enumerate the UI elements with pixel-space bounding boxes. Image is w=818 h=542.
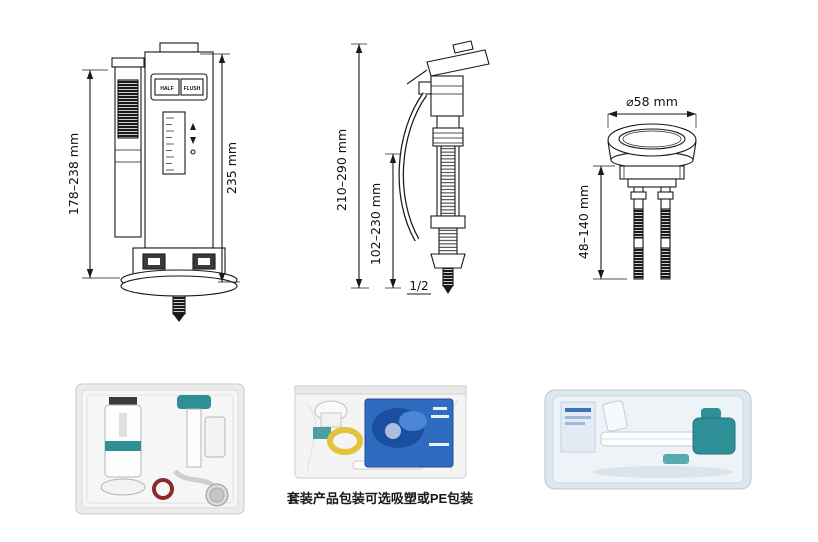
threaded-rods xyxy=(630,186,674,280)
photo-pe-bag-set xyxy=(293,383,468,480)
arrow-up-icon xyxy=(190,123,196,130)
base-assembly xyxy=(120,247,238,322)
push-button-line-drawing: ⌀58 mm xyxy=(576,94,697,280)
packed-push-button xyxy=(205,483,229,507)
packed-horizontal-fill-valve xyxy=(600,400,736,464)
dimension-body-height: 235 mm xyxy=(200,53,240,283)
dim-label-adjust-height: 102–230 mm xyxy=(368,183,383,265)
thread-size-label: 1/2 xyxy=(407,279,431,295)
red-seal-ring xyxy=(152,478,174,500)
dim-label-height-range: 178–238 mm xyxy=(66,133,81,215)
pe-bag-image xyxy=(294,385,467,479)
yellow-gasket-ring xyxy=(327,427,363,455)
flush-valve-line-drawing: 178–238 mm HALF FLUSH xyxy=(66,42,240,322)
dimension-total-height: 210–290 mm xyxy=(334,43,369,289)
dimension-rod-height: 48–140 mm xyxy=(576,165,627,280)
photo-blister-fill-valve xyxy=(543,388,753,491)
button-dome xyxy=(607,123,697,169)
bag-printed-artwork xyxy=(364,398,454,468)
shank-assembly xyxy=(430,215,466,294)
dim-label-rod-height: 48–140 mm xyxy=(576,185,591,259)
insert-card xyxy=(560,401,596,453)
flush-button-label: FLUSH xyxy=(184,86,201,92)
blister-set-image xyxy=(75,383,245,515)
overflow-tube xyxy=(111,57,145,238)
telescopic-shaft xyxy=(432,115,464,217)
button-collar xyxy=(619,165,685,188)
fill-valve-line-drawing: 210–290 mm 102–230 mm xyxy=(334,40,490,295)
refill-tube xyxy=(398,92,428,242)
packed-hose xyxy=(173,469,215,488)
dimension-diameter: ⌀58 mm xyxy=(607,94,697,128)
drawing-fill-valve: 210–290 mm 102–230 mm xyxy=(334,28,510,318)
drawing-push-button: ⌀58 mm xyxy=(565,88,765,303)
adjustment-gauge xyxy=(162,111,196,175)
dim-label-body-height: 235 mm xyxy=(224,142,239,194)
packed-fill-valve xyxy=(177,395,226,468)
photo-blister-set xyxy=(75,383,245,515)
blister-fill-valve-image xyxy=(544,389,752,490)
bag-contents xyxy=(313,400,424,470)
dim-label-diameter: ⌀58 mm xyxy=(626,94,678,109)
thread-size-text: 1/2 xyxy=(409,279,428,293)
dim-label-total-height: 210–290 mm xyxy=(335,129,349,211)
packaging-caption: 套装产品包装可选吸塑或PE包装 xyxy=(286,491,474,506)
arrow-down-icon xyxy=(190,137,196,144)
packed-flush-valve xyxy=(100,397,146,496)
half-button-label: HALF xyxy=(160,86,173,92)
dimension-height-range: 178–238 mm xyxy=(66,69,120,279)
drawing-flush-valve: 178–238 mm HALF FLUSH xyxy=(60,40,275,325)
fill-valve-cap xyxy=(406,40,490,117)
dimension-adjust-height: 102–230 mm xyxy=(368,153,401,289)
